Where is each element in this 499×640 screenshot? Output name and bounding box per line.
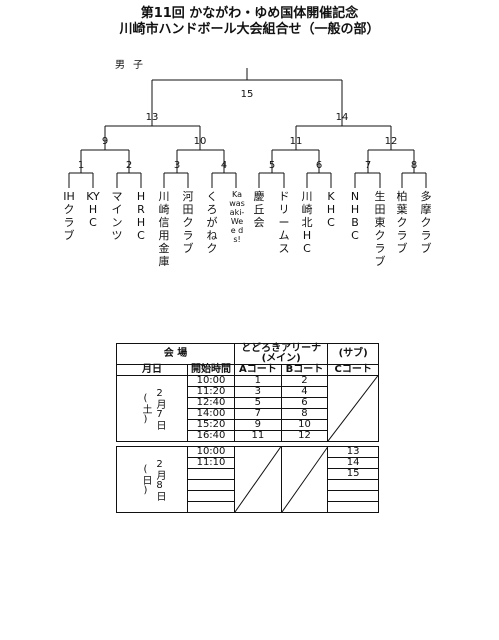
team-name: ドリームス	[278, 190, 290, 255]
title-line-2: 川崎市ハンドボール大会組合せ（一般の部）	[119, 22, 380, 37]
team-name: IHクラブ	[63, 190, 75, 242]
match-label-12: 12	[385, 136, 398, 147]
match-label-1: 1	[78, 160, 84, 171]
division-label: 男子	[115, 60, 151, 71]
day1-court-b: 10	[280, 419, 329, 431]
day2-time	[187, 479, 235, 491]
team-name: 川崎北HC	[301, 190, 313, 255]
tournament-bracket: 15 13 14 9 10 11 12 1 2 3 4 5 6 7 8	[68, 68, 427, 188]
day1-court-a: 3	[234, 386, 282, 398]
day2-time	[187, 468, 235, 480]
day1-court-b: 12	[280, 430, 329, 442]
team-name: 河田クラブ	[182, 190, 194, 255]
header-court-a: Aコート	[234, 364, 282, 376]
day1-date: 2月7日(土)	[116, 375, 188, 442]
day1-time: 10:00	[187, 375, 235, 387]
team-name: NHBC	[350, 190, 360, 242]
match-label-11: 11	[290, 136, 303, 147]
header-sub-arena: (サブ)	[327, 343, 379, 365]
day1-time: 14:00	[187, 408, 235, 420]
match-label-9: 9	[102, 136, 108, 147]
day2-time: 10:00	[187, 446, 235, 458]
team-name: KYHC	[86, 190, 100, 229]
match-label-7: 7	[365, 160, 371, 171]
day1-court-b: 6	[280, 397, 329, 409]
court-b-unused	[280, 446, 329, 513]
header-court-b: Bコート	[280, 364, 329, 376]
day1-court-a: 1	[234, 375, 282, 387]
court-a-unused	[234, 446, 282, 513]
team-name: 生田東クラブ	[374, 190, 386, 268]
day2-court-c	[327, 479, 379, 491]
day2-court-c: 13	[327, 446, 379, 458]
day1-court-b: 2	[280, 375, 329, 387]
match-label-4: 4	[221, 160, 227, 171]
day2-court-c: 15	[327, 468, 379, 480]
day2-court-c	[327, 490, 379, 502]
header-court-c: Cコート	[327, 364, 379, 376]
day1-court-a: 7	[234, 408, 282, 420]
header-venue: 会 場	[116, 343, 235, 365]
day1-court-b: 4	[280, 386, 329, 398]
header-main-arena: とどろきアリーナ(メイン)	[233, 343, 329, 365]
match-label-3: 3	[174, 160, 180, 171]
schedule-table: 会 場 とどろきアリーナ(メイン) (サブ) 月日 開始時間 Aコート Bコート…	[116, 343, 379, 513]
team-name: くろがねク	[206, 190, 218, 255]
team-name: 多摩クラブ	[420, 190, 432, 255]
team-name: マインツ	[111, 190, 123, 242]
match-label-8: 8	[411, 160, 417, 171]
day2-date: 2月8日(日)	[116, 446, 188, 513]
team-name: 慶丘会	[253, 190, 265, 229]
day1-court-a: 5	[234, 397, 282, 409]
day2-time	[187, 490, 235, 502]
header-date: 月日	[116, 364, 188, 376]
team-name: 川崎信用金庫	[158, 190, 170, 268]
match-label-6: 6	[316, 160, 322, 171]
day1-court-a: 11	[234, 430, 282, 442]
match-label-15: 15	[241, 89, 254, 100]
title-line-1: 第11回 かながわ・ゆめ国体開催記念	[140, 6, 359, 21]
day2-time: 11:10	[187, 457, 235, 469]
day1-time: 15:20	[187, 419, 235, 431]
day2-time	[187, 501, 235, 513]
header-start-time: 開始時間	[187, 364, 235, 376]
team-name: Kawasaki-Wee ds!	[229, 190, 245, 244]
team-name: 柏葉クラブ	[396, 190, 408, 255]
day1-time: 11:20	[187, 386, 235, 398]
day2-court-c	[327, 501, 379, 513]
court-c-unused	[327, 375, 379, 442]
match-label-14: 14	[336, 112, 349, 123]
team-name: HRHC	[136, 190, 146, 242]
day1-court-a: 9	[234, 419, 282, 431]
day1-court-b: 8	[280, 408, 329, 420]
match-label-5: 5	[269, 160, 275, 171]
day1-time: 16:40	[187, 430, 235, 442]
team-name: KHC	[326, 190, 336, 229]
day2-court-c: 14	[327, 457, 379, 469]
day1-time: 12:40	[187, 397, 235, 409]
match-label-13: 13	[146, 112, 159, 123]
match-label-2: 2	[126, 160, 132, 171]
match-label-10: 10	[194, 136, 207, 147]
